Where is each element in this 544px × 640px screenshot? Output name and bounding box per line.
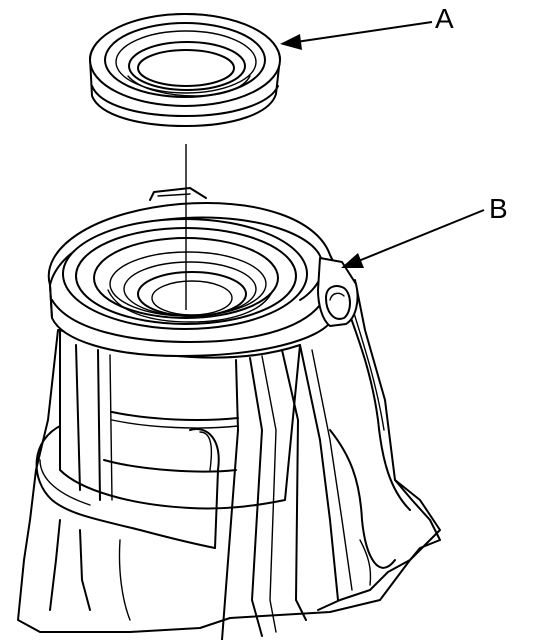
housing-left-bulge: [35, 424, 216, 549]
label-b: B: [489, 193, 508, 224]
housing-boss: [317, 257, 359, 327]
leader-arrow-a: [280, 21, 433, 50]
label-a: A: [435, 3, 454, 34]
seal-part-a: [89, 13, 281, 127]
leader-arrow-b: [341, 209, 485, 268]
seal-top-face: [89, 13, 281, 107]
housing-part-b: [17, 187, 441, 640]
